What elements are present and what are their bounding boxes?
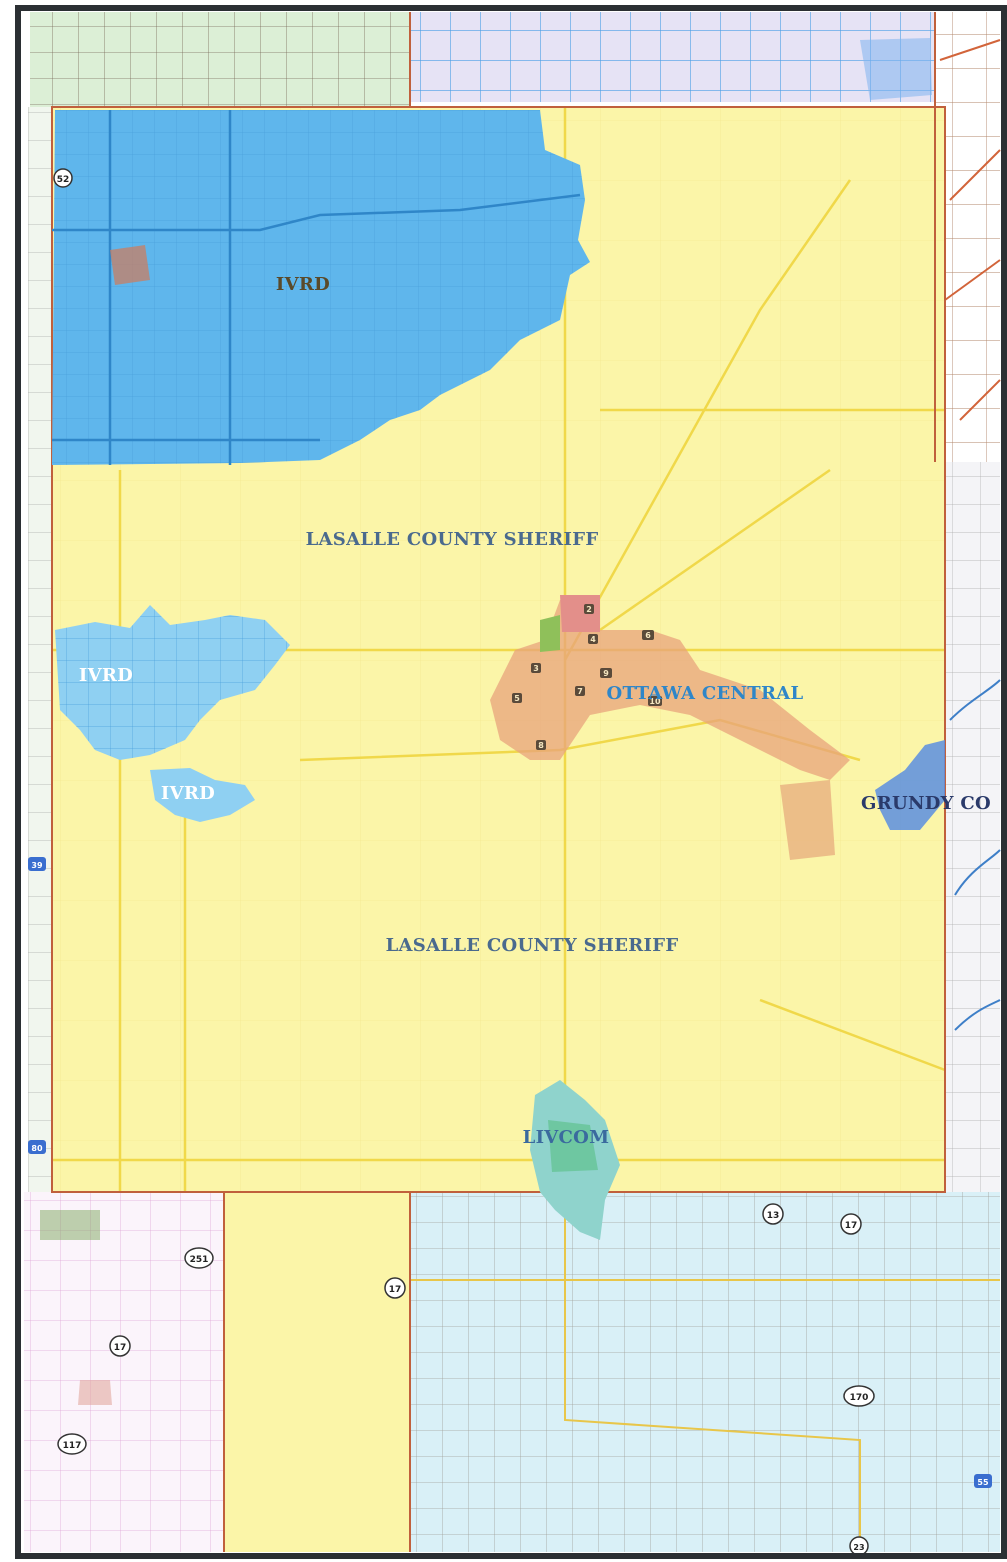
region-label-livcom: LIVCOM	[523, 1127, 610, 1148]
station-marker-label: 8	[538, 741, 544, 750]
south-west-town	[78, 1380, 112, 1405]
ottawa-green-patch	[540, 615, 560, 652]
route-shield-label: 17	[114, 1343, 127, 1353]
livcom-core	[548, 1120, 598, 1172]
ottawa-core	[560, 595, 600, 632]
station-marker	[531, 663, 541, 673]
region-label-ivrd-north: IVRD	[276, 274, 330, 295]
station-marker	[648, 696, 662, 706]
east-county-roads	[939, 39, 1001, 421]
ivrd-north-roads	[52, 110, 581, 465]
station-marker	[575, 686, 585, 696]
ivrd-north-town	[110, 245, 150, 285]
route-shield-label: 170	[850, 1393, 869, 1403]
north-town-cluster	[860, 38, 932, 100]
region-label-grundy-co: GRUNDY CO	[861, 793, 991, 814]
route-shield-label: 251	[190, 1255, 209, 1265]
station-markers: 2 4 6 3 5 7 8 10 9	[512, 604, 662, 750]
ottawa-central-area	[490, 595, 850, 780]
route-shield	[53, 168, 73, 188]
region-label-lasalle-sheriff-north: LASALLE COUNTY SHERIFF	[306, 529, 599, 550]
ivrd-south-area	[150, 768, 255, 822]
station-marker	[600, 668, 612, 678]
south-county-grid	[410, 1192, 1000, 1552]
station-marker-label: 2	[586, 605, 592, 614]
station-marker	[584, 604, 594, 614]
route-shield-label: 17	[389, 1285, 402, 1295]
interstate-shield-label: 39	[31, 861, 43, 870]
route-shield-label: 52	[57, 175, 70, 185]
route-shield-label: 13	[767, 1211, 780, 1221]
station-marker-label: 10	[649, 697, 661, 706]
region-label-lasalle-sheriff-south: LASALLE COUNTY SHERIFF	[386, 935, 679, 956]
north-west-county-grid	[30, 12, 410, 107]
south-west-county-grid	[24, 1192, 224, 1552]
station-marker-label: 5	[514, 694, 520, 703]
region-label-ivrd-south: IVRD	[161, 783, 215, 804]
west-strip-grid	[28, 107, 52, 1192]
interstate-shield-label: 55	[977, 1478, 989, 1487]
north-county-grid	[410, 12, 935, 102]
map-frame-border	[15, 5, 1007, 1559]
station-marker-label: 7	[577, 687, 583, 696]
south-west-speckle	[40, 1210, 100, 1240]
route-shields: 52 13 17 17 17 251 117 170 23 39 80 55	[28, 168, 992, 1556]
route-shield	[184, 1247, 214, 1269]
region-label-ottawa-central: OTTAWA CENTRAL	[607, 683, 804, 704]
route-shield	[109, 1335, 131, 1357]
station-marker-label: 3	[533, 664, 539, 673]
route-shield	[384, 1277, 406, 1299]
route-shield	[57, 1433, 87, 1455]
region-label-ivrd-west: IVRD	[79, 665, 133, 686]
interstate-shield-label: 80	[31, 1144, 43, 1153]
ivrd-west-grid	[55, 605, 290, 760]
south-county-highways	[410, 1192, 1000, 1552]
station-marker	[512, 693, 522, 703]
ivrd-north-grid	[52, 110, 590, 465]
station-marker-label: 4	[590, 635, 596, 644]
station-marker	[536, 740, 546, 750]
county-borders	[51, 12, 946, 1552]
interstate-shield	[974, 1474, 992, 1488]
interstate-shield	[28, 857, 46, 871]
station-marker	[642, 630, 654, 640]
route-shield	[840, 1213, 862, 1235]
route-shield	[843, 1385, 875, 1407]
station-marker-label: 9	[603, 669, 609, 678]
station-marker-label: 6	[645, 631, 651, 640]
lasalle-south-strip	[224, 1192, 410, 1552]
route-shield	[762, 1203, 784, 1225]
route-shield-label: 117	[63, 1441, 82, 1451]
station-marker	[588, 634, 598, 644]
grundy-co-area	[875, 740, 945, 830]
route-shield-label: 17	[845, 1221, 858, 1231]
east-gray-county-grid	[945, 462, 1000, 1192]
ottawa-east-patch	[780, 780, 835, 860]
interstate-shield	[28, 1140, 46, 1154]
route-shield-label: 23	[853, 1543, 864, 1552]
east-river	[949, 679, 1001, 1031]
